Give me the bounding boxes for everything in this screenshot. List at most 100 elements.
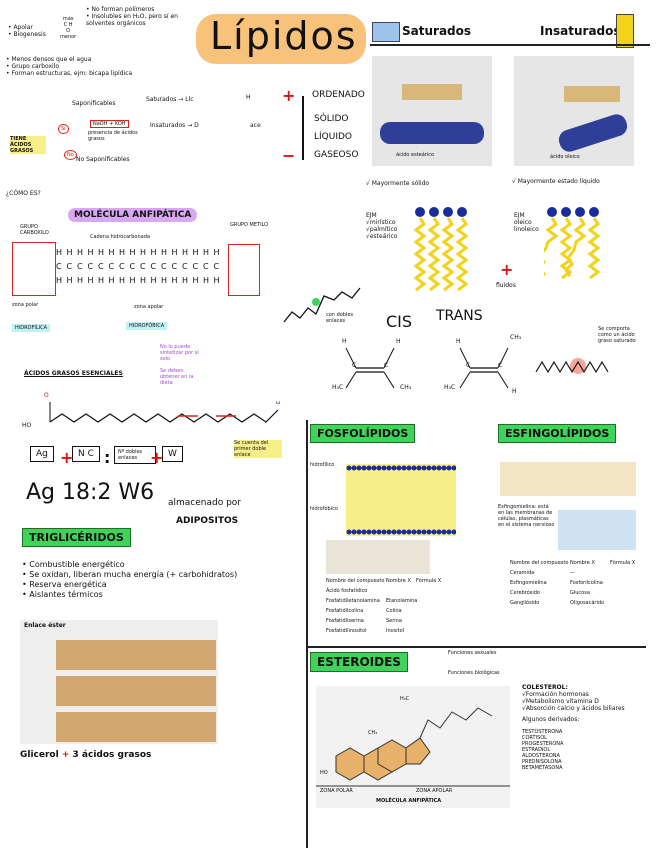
si-circle: Sí xyxy=(58,124,69,134)
acidos-text: 3 ácidos grasos xyxy=(72,750,152,760)
h-label: H xyxy=(246,94,251,101)
esfingolipido-photo-1 xyxy=(500,462,636,496)
esenciales-formula: Ag 18:2 W6 xyxy=(26,480,155,505)
zona-polar: zona polar xyxy=(12,302,39,308)
chain-h-top: H xyxy=(213,248,220,257)
trig-bullet-1: Combustible energético xyxy=(29,560,125,569)
ester-o: O xyxy=(44,392,49,399)
fosfo-table-header: Nombre del compuesto Nombre X Fórmula X xyxy=(326,578,456,584)
enlace-ester-label: Enlace éster xyxy=(24,622,66,629)
chain-h-top: H xyxy=(140,248,147,257)
cis-c2: C xyxy=(384,362,389,369)
saturados-note: √ Mayormente sólido xyxy=(366,180,430,187)
cis-h1: H xyxy=(342,338,347,345)
fosfo-table-cell: Inositol xyxy=(386,628,405,634)
lipid-head xyxy=(396,465,402,471)
tiene-label: TIENE ÁCIDOS GRASOS xyxy=(10,136,46,154)
chain-c: C xyxy=(182,262,188,271)
fosfo-table: Nombre del compuesto Nombre X Fórmula X … xyxy=(326,578,456,634)
lipid-head xyxy=(356,529,362,535)
lipid-head xyxy=(436,529,442,535)
box-colon: : xyxy=(104,448,111,467)
derivados-title: Algunos derivados: xyxy=(522,716,580,723)
intro-top-notes: • No forman polímeros • Insolubles en H₂… xyxy=(86,6,178,27)
trans-side-note: Se comporta como un ácido graso saturado xyxy=(598,326,636,344)
chain-c: C xyxy=(203,262,209,271)
insaturados-text: Insaturados xyxy=(150,122,186,129)
no-saponificables-label: No Saponificables xyxy=(76,156,130,163)
chain-h-bottom: H xyxy=(140,276,147,285)
fluidos-plus: + xyxy=(500,260,514,279)
chain-c: C xyxy=(66,262,73,271)
fosfo-col-3: Fórmula X xyxy=(416,578,442,584)
cis-h2: H xyxy=(396,338,401,345)
esenciales-side-note: Se cuenta del primer doble enlace xyxy=(234,440,282,458)
esenciales-title: ÁCIDOS GRASOS ESENCIALES xyxy=(24,370,123,377)
bilayer-diagram xyxy=(346,464,456,536)
chain-c: C xyxy=(77,262,83,271)
esfingo-table-header: Nombre del compuesto Nombre X Fórmula X xyxy=(510,560,640,566)
cadena-label: Cadena hidrocarbonada xyxy=(90,234,150,240)
chain-c: C xyxy=(108,262,115,271)
lipid-head xyxy=(371,465,377,471)
lipid-head xyxy=(406,529,412,535)
esteroides-branch-2: Funciones biológicas xyxy=(448,670,500,676)
ejm-palmitico: palmítico xyxy=(369,226,398,233)
lipid-head xyxy=(396,529,402,535)
chain-c: C xyxy=(192,262,199,271)
derivado-item: ALDOSTERONA xyxy=(522,753,560,759)
glicerol-caption: Glicerol + 3 ácidos grasos xyxy=(20,750,152,760)
saturados-val: Llc xyxy=(185,96,194,103)
ejm-oleico: oleico xyxy=(514,219,532,226)
chain-c: C xyxy=(161,262,167,271)
formula-o: O xyxy=(66,28,71,34)
lipid-head xyxy=(376,465,382,471)
esenciales-note1: No lo puede sintetizar por sí solo xyxy=(160,344,199,362)
lipid-head xyxy=(411,465,417,471)
insaturados-label: Insaturados → D xyxy=(150,122,199,129)
lipid-head xyxy=(436,465,442,471)
fosfo-table-cell: Colina xyxy=(386,608,402,614)
lipid-head xyxy=(431,529,437,535)
cis-ch3: CH₃ xyxy=(400,384,412,391)
notebook-icon xyxy=(372,22,400,42)
zona-apolar: zona apolar xyxy=(134,304,164,310)
chain-h-bottom: H xyxy=(213,276,220,285)
fosfo-table-cell xyxy=(416,608,446,614)
lipid-head xyxy=(381,529,387,535)
chain-h-top: H xyxy=(161,248,168,257)
chain-h-top: H xyxy=(66,248,73,257)
lipid-head xyxy=(451,465,456,471)
chain-h-top: H xyxy=(77,248,84,257)
esfingo-col-3: Fórmula X xyxy=(610,560,636,566)
carboxilo-box xyxy=(12,242,56,296)
insaturados-note-text: Mayormente estado líquido xyxy=(517,178,600,185)
grupo-metilo-label: GRUPO METILO xyxy=(230,222,269,228)
saturados-label: Saturados → Llc xyxy=(146,96,194,103)
saturados-title: Saturados xyxy=(402,24,472,38)
lipid-head xyxy=(441,465,447,471)
lipid-head xyxy=(366,529,372,535)
saponificables-sub2: presencia de ácidos grasos xyxy=(88,130,138,142)
page-title-box xyxy=(196,14,366,64)
esfingo-table-cell: Oligosacárido xyxy=(570,600,605,606)
sponge-icon xyxy=(616,14,634,48)
formula-mas: más xyxy=(62,16,74,22)
lipid-head xyxy=(371,529,377,535)
esfingo-table-cell: Fosforilcolina xyxy=(570,580,603,586)
chain-h-bottom: H xyxy=(108,276,115,285)
box-plus-2: + xyxy=(150,448,164,467)
esfingo-table-cell: Glucosa xyxy=(570,590,590,596)
ace-label: ace xyxy=(250,122,261,129)
intro-apolar: Apolar xyxy=(13,24,33,31)
note-polimeros: No forman polímeros xyxy=(91,6,155,13)
box-plus-1: + xyxy=(60,448,74,467)
bullet-carboxilo: Grupo carboxilo xyxy=(11,63,60,70)
chain-c: C xyxy=(87,262,94,271)
